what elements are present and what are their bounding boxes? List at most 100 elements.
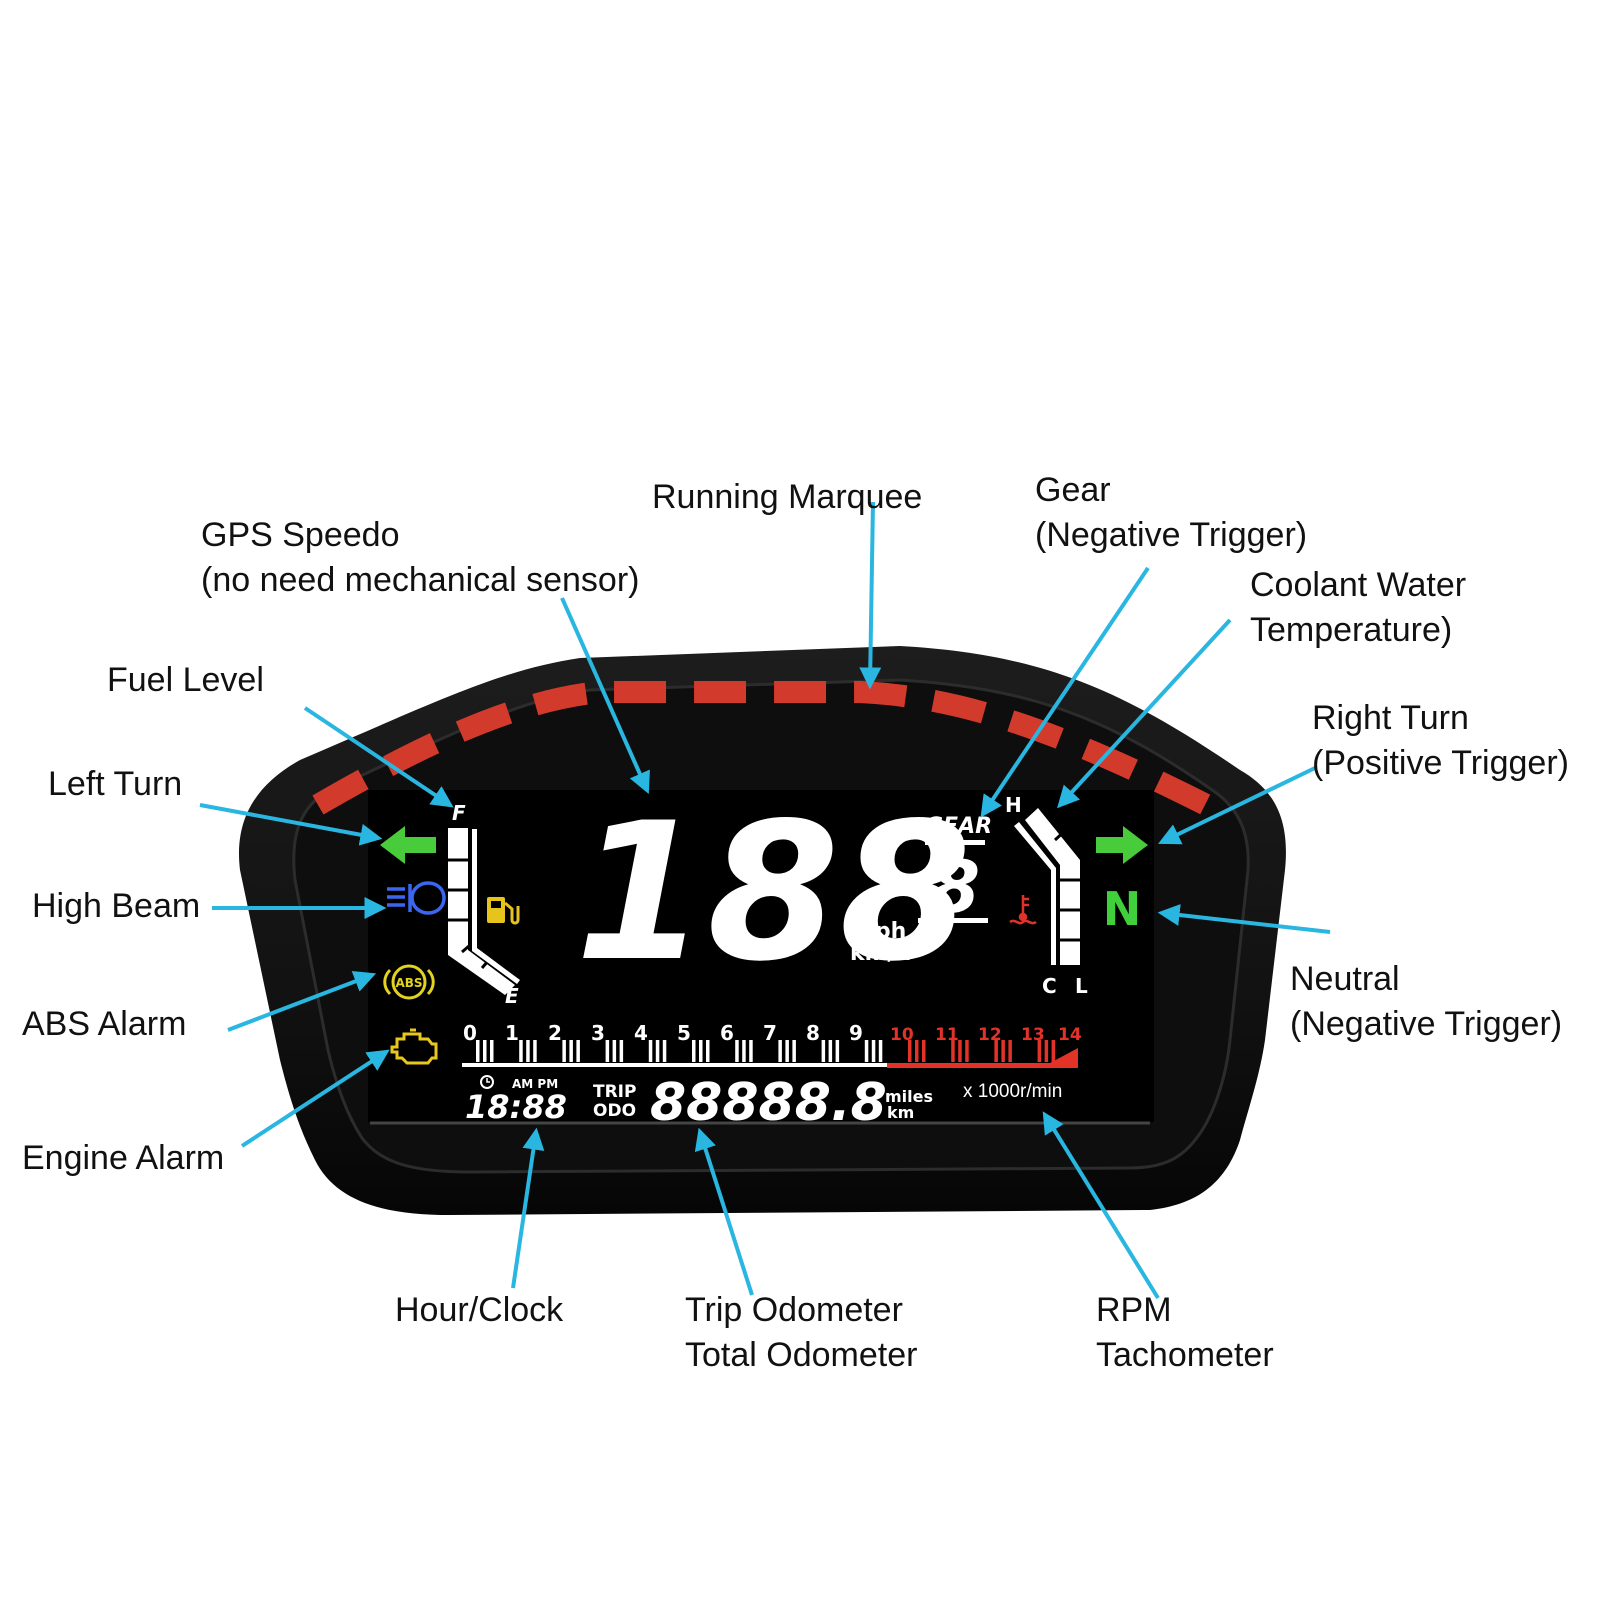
rpm-minor-tick	[828, 1040, 833, 1062]
rpm-tick-7: 7	[763, 1021, 777, 1045]
label-fuel-level-text: Fuel Level	[107, 661, 264, 699]
rpm-minor-tick	[965, 1040, 969, 1062]
gear-label: GEAR	[925, 814, 992, 839]
rpm-minor-tick	[490, 1040, 494, 1062]
rpm-minor-tick	[821, 1040, 826, 1062]
label-high-beam: High Beam	[32, 884, 200, 929]
arrow-coolant	[1057, 618, 1232, 809]
arrow-running-marquee	[859, 501, 882, 690]
marquee-lights	[312, 681, 1226, 822]
rpm-minor-tick	[742, 1040, 746, 1062]
rpm-tick-8: 8	[806, 1021, 820, 1045]
label-gear-line1: Gear	[1035, 471, 1111, 509]
rpm-minor-tick	[785, 1040, 789, 1062]
label-rpm-line1: RPM	[1096, 1291, 1172, 1329]
rpm-minor-tick	[1008, 1040, 1012, 1062]
clock-ampm: AM PM	[512, 1077, 558, 1091]
rpm-minor-tick	[778, 1040, 782, 1062]
arrow-rpm	[1042, 1111, 1160, 1300]
gear-top-bar	[925, 840, 985, 845]
arrow-left-turn	[199, 803, 383, 846]
rpm-tick-14: 14	[1058, 1025, 1082, 1045]
rpm-minor-tick	[619, 1040, 624, 1062]
label-running-marquee: Running Marquee	[652, 475, 922, 520]
gear-bottom-bar	[918, 918, 988, 923]
label-neutral-line1: Neutral	[1290, 960, 1400, 998]
rpm-tick-5: 5	[677, 1021, 691, 1045]
rpm-minor-tick	[655, 1040, 660, 1062]
arrow-neutral	[1157, 904, 1331, 934]
engine-check-icon	[390, 1028, 438, 1065]
rpm-minor-tick	[648, 1040, 653, 1062]
rpm-tick-3: 3	[591, 1021, 605, 1045]
rpm-minor-tick	[749, 1040, 753, 1062]
rpm-tick-2: 2	[548, 1021, 562, 1045]
odometer-readout: 88888.8	[650, 1073, 887, 1133]
rpm-tick-1: 1	[505, 1021, 519, 1045]
rpm-minor-tick	[1051, 1040, 1056, 1062]
arrow-odometer	[694, 1127, 754, 1296]
rpm-tick-10: 10	[890, 1025, 914, 1045]
rpm-minor-tick	[1044, 1040, 1049, 1062]
arrow-fuel-level	[303, 706, 454, 808]
label-gear-line2: (Negative Trigger)	[1035, 516, 1308, 554]
rpm-minor-tick	[662, 1040, 667, 1062]
label-right-turn-line2: (Positive Trigger)	[1312, 744, 1569, 782]
label-engine-alarm-text: Engine Alarm	[22, 1139, 225, 1177]
rpm-minor-tick	[735, 1040, 739, 1062]
rpm-minor-tick	[994, 1040, 998, 1062]
rpm-minor-tick	[576, 1040, 580, 1062]
rpm-minor-tick	[612, 1040, 617, 1062]
label-gear: Gear (Negative Trigger)	[1035, 468, 1307, 558]
rpm-minor-tick	[605, 1040, 610, 1062]
arrow-gear	[980, 566, 1150, 818]
abs-icon: ABS	[383, 964, 435, 1000]
rpm-minor-tick	[1037, 1040, 1042, 1062]
label-left-turn: Left Turn	[48, 762, 182, 807]
rpm-baseline	[462, 1063, 887, 1067]
clock-readout: 18:88	[465, 1088, 567, 1126]
label-left-turn-text: Left Turn	[48, 765, 183, 803]
arrow-engine-alarm	[240, 1049, 390, 1148]
speed-unit-mph: mph	[852, 919, 906, 944]
label-hour-clock: Hour/Clock	[395, 1288, 563, 1333]
rpm-minor-tick	[562, 1040, 566, 1062]
temp-cold-label: C	[1042, 974, 1057, 998]
rpm-minor-tick	[483, 1040, 487, 1062]
left-turn-arrow-icon	[380, 826, 436, 864]
fuel-gauge	[446, 828, 520, 995]
trip-label: TRIP	[593, 1082, 636, 1102]
rpm-minor-tick	[792, 1040, 796, 1062]
rpm-minor-tick	[915, 1040, 919, 1062]
label-abs-alarm: ABS Alarm	[22, 1002, 186, 1047]
label-odometer-line2: Total Odometer	[685, 1336, 918, 1374]
label-running-marquee-text: Running Marquee	[652, 478, 923, 516]
rpm-tick-marks	[476, 1040, 1056, 1062]
rpm-tick-13: 13	[1021, 1025, 1045, 1045]
rpm-minor-tick	[533, 1040, 537, 1062]
label-high-beam-text: High Beam	[32, 887, 201, 925]
rpm-minor-tick	[835, 1040, 840, 1062]
label-coolant-line1: Coolant Water	[1250, 566, 1467, 604]
running-marquee	[312, 681, 1226, 822]
temp-hot-label: H	[1005, 793, 1022, 817]
arrow-gps-speedo	[560, 597, 650, 795]
rpm-redline-band	[887, 1048, 1078, 1068]
rpm-tick-labels: 0 1 2 3 4 5 6 7 8 9 10 11 12 13 14	[463, 1021, 1082, 1045]
clock-icon	[480, 1075, 494, 1089]
label-odometer-line1: Trip Odometer	[685, 1291, 903, 1329]
rpm-bar: 0 1 2 3 4 5 6 7 8 9 10 11 12 13 14	[462, 1021, 1082, 1068]
rpm-minor-tick	[1001, 1040, 1005, 1062]
coolant-temp-gauge	[1014, 808, 1082, 965]
fuel-pump-icon	[487, 897, 520, 925]
label-right-turn-line1: Right Turn	[1312, 699, 1469, 737]
label-odometer: Trip Odometer Total Odometer	[685, 1288, 917, 1378]
label-fuel-level: Fuel Level	[107, 658, 264, 703]
rpm-tick-4: 4	[634, 1021, 648, 1045]
rpm-minor-tick	[871, 1040, 876, 1062]
rpm-minor-tick	[476, 1040, 480, 1062]
fuel-empty-label: E	[505, 984, 519, 1008]
neutral-indicator: N	[1103, 882, 1142, 936]
rpm-tick-6: 6	[720, 1021, 734, 1045]
label-coolant-line2: Temperature)	[1250, 611, 1453, 649]
